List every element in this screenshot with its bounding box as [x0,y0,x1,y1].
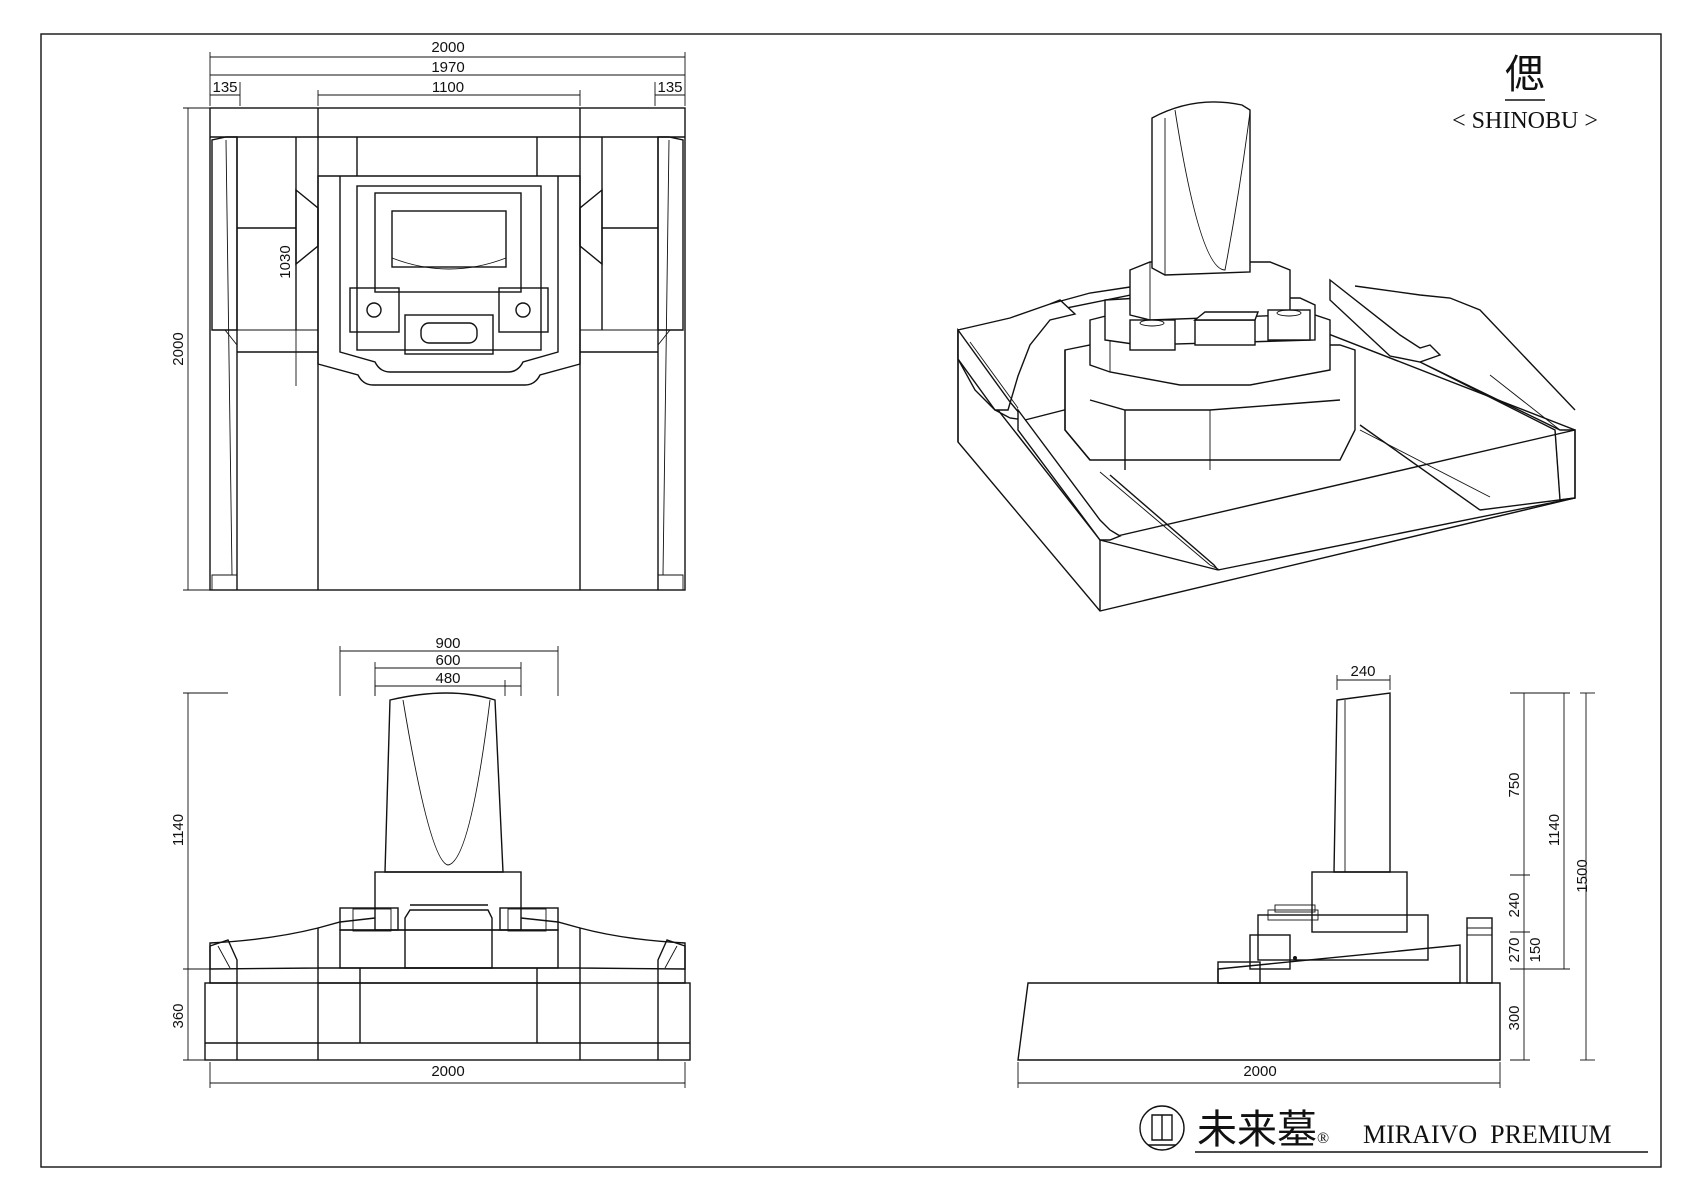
dim-side-1140: 1140 [1546,814,1563,846]
brand-block: 未来墓 ® MIRAIVO PREMIUM [1139,1105,1648,1153]
dim-plan-depth-2000: 2000 [170,332,187,365]
dim-side-1500: 1500 [1574,859,1591,892]
dim-plan-1970: 1970 [431,59,464,76]
brand-registered: ® [1317,1130,1329,1147]
dim-side-750: 750 [1506,772,1523,797]
dim-side-270: 270 [1506,937,1523,962]
dim-plan-2000: 2000 [431,39,464,56]
dim-plan-1100: 1100 [432,79,464,96]
front-view: 900 600 480 1140 360 2000 [170,635,691,1088]
dim-side-300: 300 [1506,1005,1523,1030]
dim-front-2000: 2000 [431,1063,464,1080]
plan-view: 2000 1970 135 1100 135 2000 1030 [170,39,686,591]
dim-plan-135-right: 135 [657,79,682,96]
dim-side-240-v: 240 [1506,892,1523,917]
dim-plan-135-left: 135 [212,79,237,96]
dim-front-360: 360 [170,1003,187,1028]
title-kanji: 偲 [1505,52,1545,98]
dim-side-2000: 2000 [1243,1063,1276,1080]
dim-front-900: 900 [435,635,460,652]
isometric-view [957,101,1576,612]
sheet-border [40,33,1662,1168]
dim-plan-1030: 1030 [277,245,294,278]
brand-name: MIRAIVO PREMIUM [1363,1120,1611,1149]
dim-front-600: 600 [435,652,460,669]
dim-front-480: 480 [435,670,460,687]
side-view: 240 750 1140 1500 240 270 150 300 2000 [1017,663,1595,1088]
dim-front-1140: 1140 [170,814,187,846]
brand-logo-icon [1139,1105,1185,1151]
dim-side-150: 150 [1527,937,1544,962]
dim-side-240: 240 [1350,663,1375,680]
title-block: 偲 < SHINOBU > [1452,52,1598,134]
title-roman: < SHINOBU > [1452,108,1598,134]
brand-mark: 未来墓 [1197,1107,1317,1153]
